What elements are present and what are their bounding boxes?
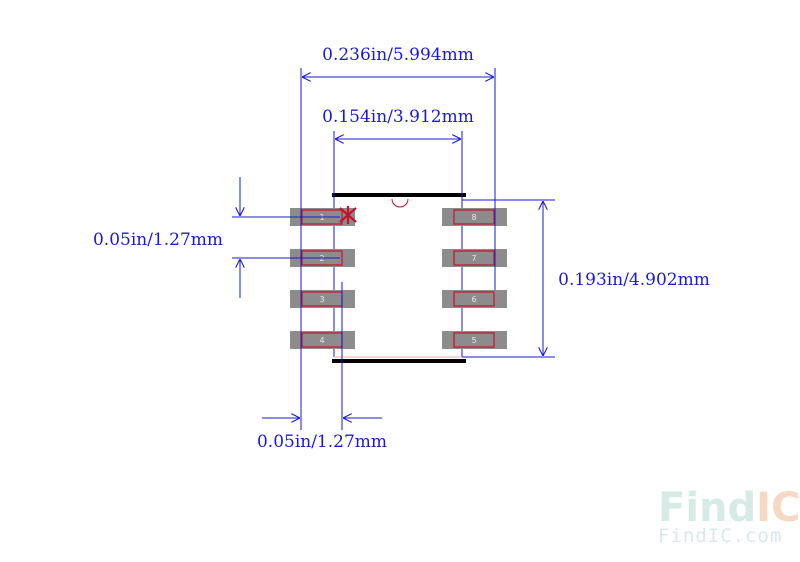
pad-body <box>442 249 507 267</box>
pad-body <box>290 290 355 308</box>
pad-outline <box>453 332 495 348</box>
pad-5: 5 <box>442 331 507 349</box>
watermark-ic: IC <box>756 485 800 531</box>
right-pads: 8 7 6 5 <box>442 208 507 349</box>
pad-body <box>290 331 355 349</box>
package-body <box>333 198 463 358</box>
dimension-pitch: 0.05in/1.27mm <box>93 177 340 298</box>
silkscreen-bottom-bar <box>332 359 466 363</box>
pad-outline <box>453 209 495 225</box>
pin-number: 5 <box>471 336 476 345</box>
watermark-find: Find <box>658 485 756 531</box>
pad-7: 7 <box>442 249 507 267</box>
pad-body <box>442 290 507 308</box>
pad-6: 6 <box>442 290 507 308</box>
svg-text:FindIC: FindIC <box>658 485 800 531</box>
pitch-label: 0.05in/1.27mm <box>93 230 223 250</box>
dimension-overall-width: 0.236in/5.994mm <box>300 45 496 430</box>
dimension-body-length: 0.193in/4.902mm <box>462 199 710 358</box>
watermark-site: FindIC.com <box>658 525 782 547</box>
dimension-pad-width: 0.05in/1.27mm <box>257 282 387 452</box>
pin1-marker-icon <box>339 206 357 224</box>
findic-watermark: FindIC FindIC.com <box>658 485 800 547</box>
dimension-body-width: 0.154in/3.912mm <box>322 107 474 200</box>
overall-width-label: 0.236in/5.994mm <box>322 45 474 65</box>
pad-outline <box>453 291 495 307</box>
pin-number: 8 <box>471 213 476 222</box>
pin-number: 7 <box>471 254 476 263</box>
pin-number: 4 <box>319 336 324 345</box>
pin1-notch <box>391 198 409 208</box>
pin-number: 6 <box>471 295 476 304</box>
body-width-label: 0.154in/3.912mm <box>322 107 474 127</box>
pin-number: 3 <box>319 295 324 304</box>
silkscreen-top-bar <box>332 193 466 197</box>
pad-8: 8 <box>442 208 507 226</box>
left-pads: 1234 <box>290 208 355 349</box>
body-length-label: 0.193in/4.902mm <box>558 270 710 290</box>
pad-outline <box>453 250 495 266</box>
pad-3: 3 <box>290 290 355 308</box>
pad-body <box>442 208 507 226</box>
pad-width-label: 0.05in/1.27mm <box>257 432 387 452</box>
pad-body <box>442 331 507 349</box>
pad-4: 4 <box>290 331 355 349</box>
